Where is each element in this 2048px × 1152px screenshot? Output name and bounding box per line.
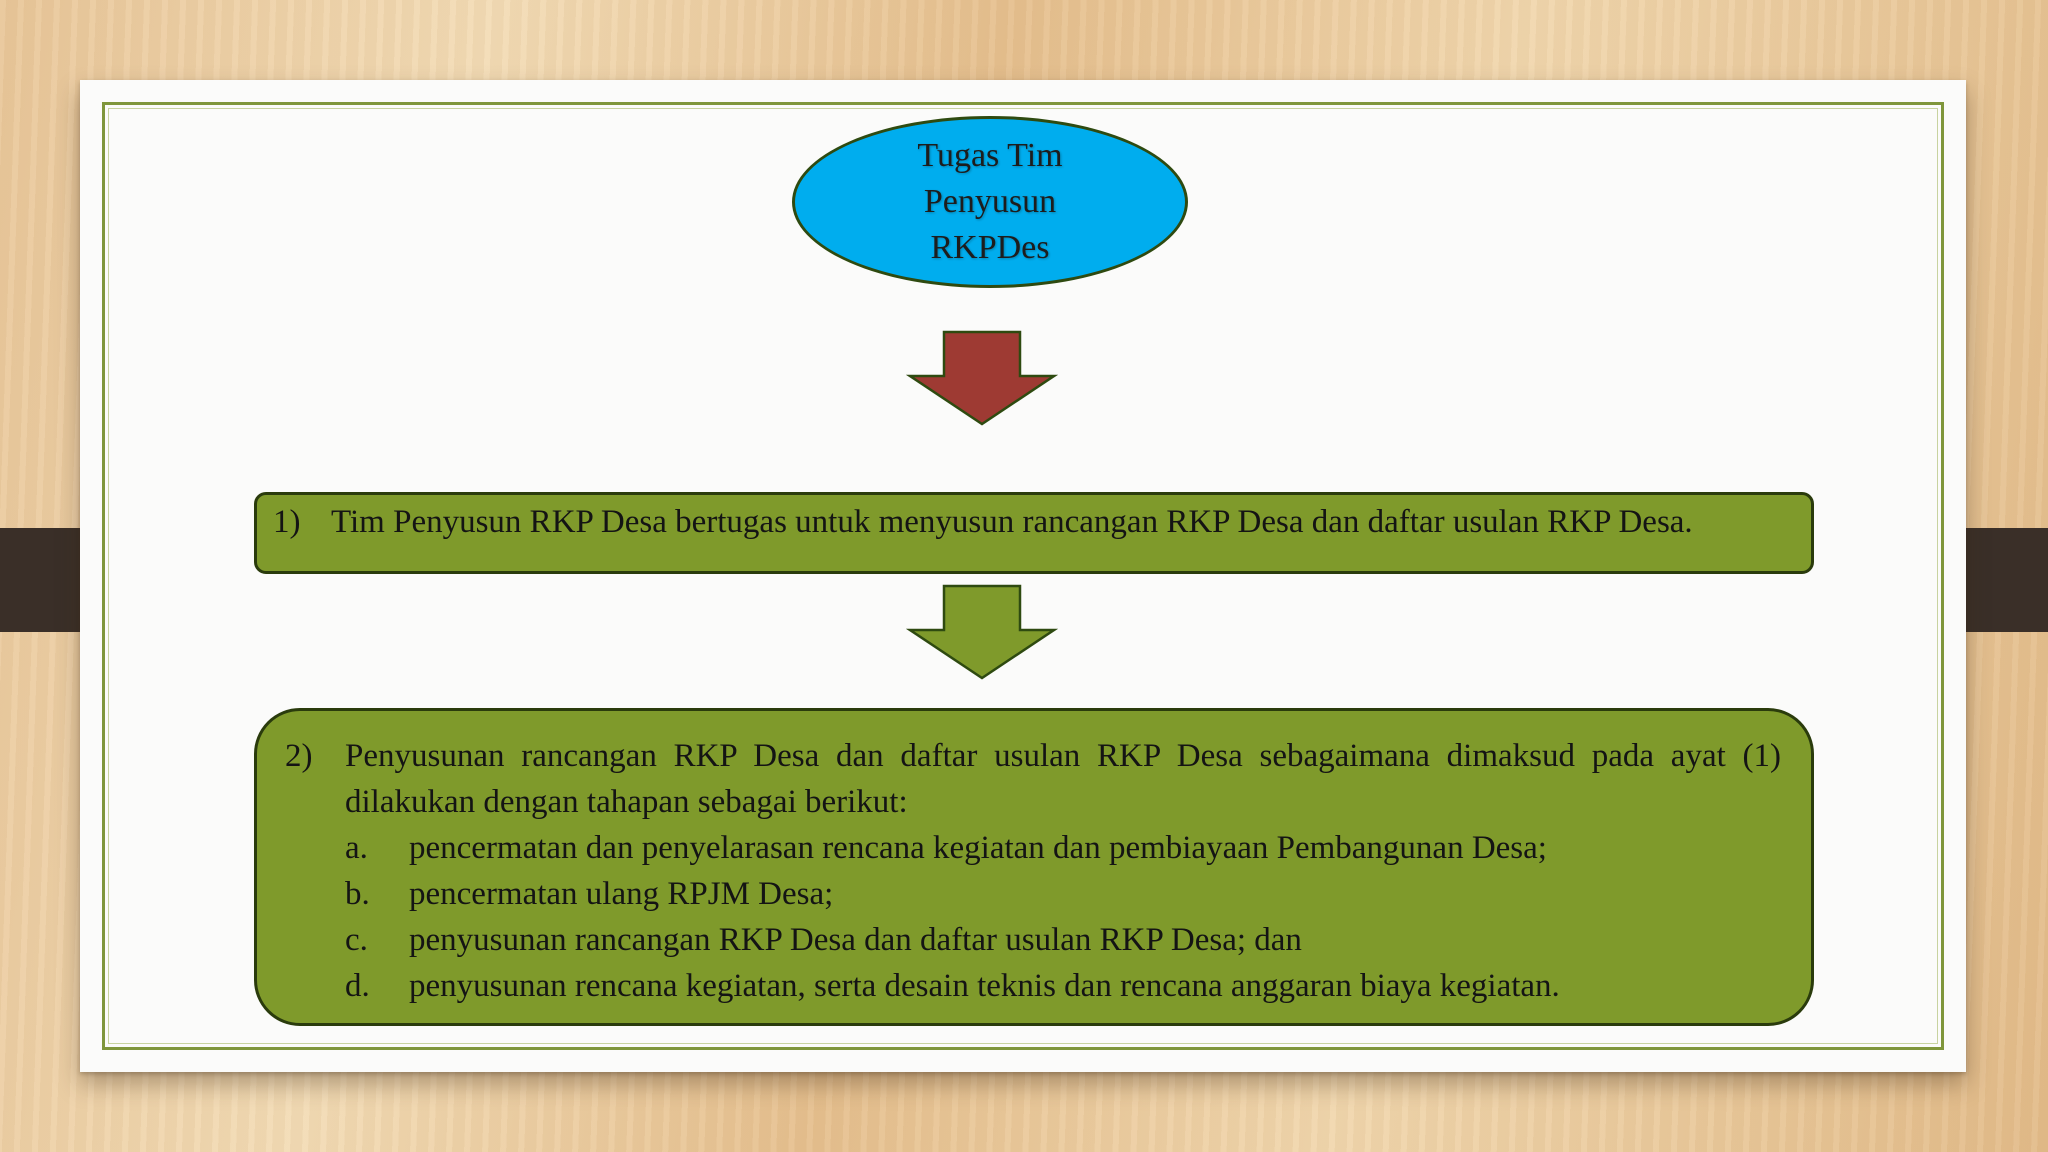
step-2-box: 2) Penyusunan rancangan RKP Desa dan daf… [254,708,1814,1026]
sub-item-label: d. [345,968,370,1004]
sub-item-text: pencermatan ulang RPJM Desa; [409,876,834,912]
step-2-text: Penyusunan rancangan RKP Desa dan daftar… [345,738,1781,820]
sub-item-d: d. penyusunan rencana kegiatan, serta de… [345,963,1781,1009]
step-1-text: Tim Penyusun RKP Desa bertugas untuk men… [331,504,1693,540]
title-ellipse: Tugas Tim Penyusun RKPDes [792,116,1188,288]
sub-item-text: pencermatan dan penyelarasan rencana keg… [409,830,1547,866]
sub-item-label: b. [345,876,370,912]
step-1-box: 1) Tim Penyusun RKP Desa bertugas untuk … [254,492,1814,574]
slide-border [102,102,1944,1050]
step-1-number: 1) [273,504,301,540]
slide-card: Tugas Tim Penyusun RKPDes 1) Tim Penyusu… [80,80,1966,1072]
step-2-sub-list: a. pencermatan dan penyelarasan rencana … [345,825,1781,1009]
sub-item-label: a. [345,830,368,866]
sub-item-text: penyusunan rancangan RKP Desa dan daftar… [409,922,1302,958]
title-text: Tugas Tim Penyusun RKPDes [917,137,1063,266]
sub-item-label: c. [345,922,368,958]
sub-item-c: c. penyusunan rancangan RKP Desa dan daf… [345,917,1781,963]
sub-item-a: a. pencermatan dan penyelarasan rencana … [345,825,1781,871]
sub-item-b: b. pencermatan ulang RPJM Desa; [345,871,1781,917]
sub-item-text: penyusunan rencana kegiatan, serta desai… [409,968,1560,1004]
down-arrow-green-icon [906,584,1058,680]
step-2-number: 2) [285,738,313,774]
down-arrow-red-icon [906,330,1058,426]
